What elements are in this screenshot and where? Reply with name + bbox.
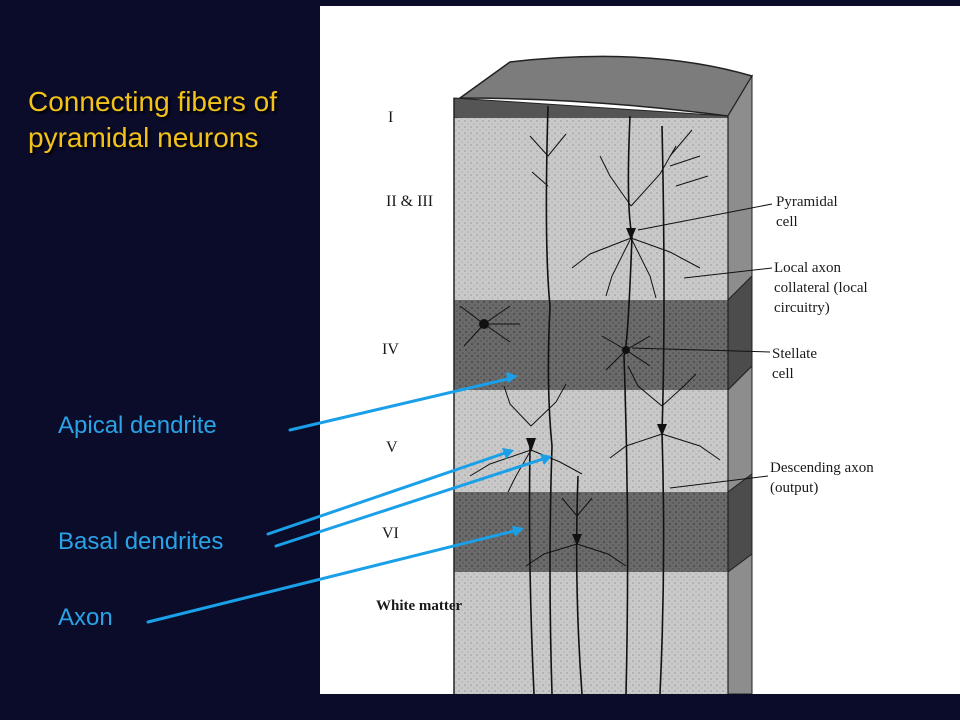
basal-arrowhead-1 (502, 448, 514, 459)
callout-local-axon-line2: collateral (local (774, 280, 868, 296)
axon-arrow (146, 528, 520, 624)
layer-ii-iii-region (454, 118, 728, 300)
basal-arrowhead-2 (540, 454, 552, 465)
cortex-figure: I II & III IV V VI White matter Pyramida… (320, 6, 960, 694)
callout-stellate-line2: cell (772, 366, 794, 382)
apical-arrow (288, 376, 514, 432)
slide-title: Connecting fibers of pyramidal neurons (28, 86, 278, 153)
layer-label-white-matter: White matter (376, 598, 463, 614)
axon-label: Axon (58, 604, 113, 631)
white-matter-region (454, 572, 728, 694)
apical-dendrite-label: Apical dendrite (58, 412, 217, 439)
axon-arrowhead (512, 526, 524, 537)
basal-dendrites-label: Basal dendrites (58, 528, 224, 555)
basal-arrow-2 (274, 456, 548, 548)
callout-leaders (631, 203, 773, 489)
callout-local-axon-line3: circuitry) (774, 300, 830, 316)
callout-pyramidal-line2: cell (776, 214, 798, 230)
callout-pyramidal-line1: Pyramidal (776, 194, 838, 210)
layer-label-i: I (388, 109, 393, 126)
callout-descending-line2: (output) (770, 480, 818, 496)
layer-label-ii-iii: II & III (386, 193, 433, 210)
layer-label-vi: VI (382, 525, 399, 542)
apical-arrowhead (506, 372, 518, 383)
dendrite-branches (459, 129, 721, 567)
callout-stellate-line1: Stellate (772, 346, 817, 362)
cortex-drawing: I II & III IV V VI White matter Pyramida… (376, 55, 874, 694)
layer-label-v: V (386, 439, 398, 456)
basal-arrow-1 (266, 450, 510, 536)
callout-descending-line1: Descending axon (770, 460, 874, 476)
layer-iv-region (454, 300, 728, 390)
callout-local-axon-line1: Local axon (774, 260, 842, 276)
layer-vi-region (454, 492, 728, 572)
layer-v-region (454, 390, 728, 492)
layer-label-iv: IV (382, 341, 399, 358)
